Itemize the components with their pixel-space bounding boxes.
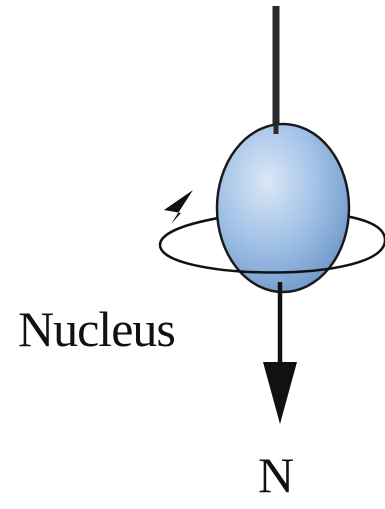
north-pole-label: N bbox=[258, 450, 294, 500]
nucleus-sphere bbox=[217, 124, 349, 292]
nucleus-label: Nucleus bbox=[18, 304, 175, 354]
circular-arrow-icon bbox=[164, 190, 193, 224]
down-arrow-icon bbox=[263, 282, 297, 424]
